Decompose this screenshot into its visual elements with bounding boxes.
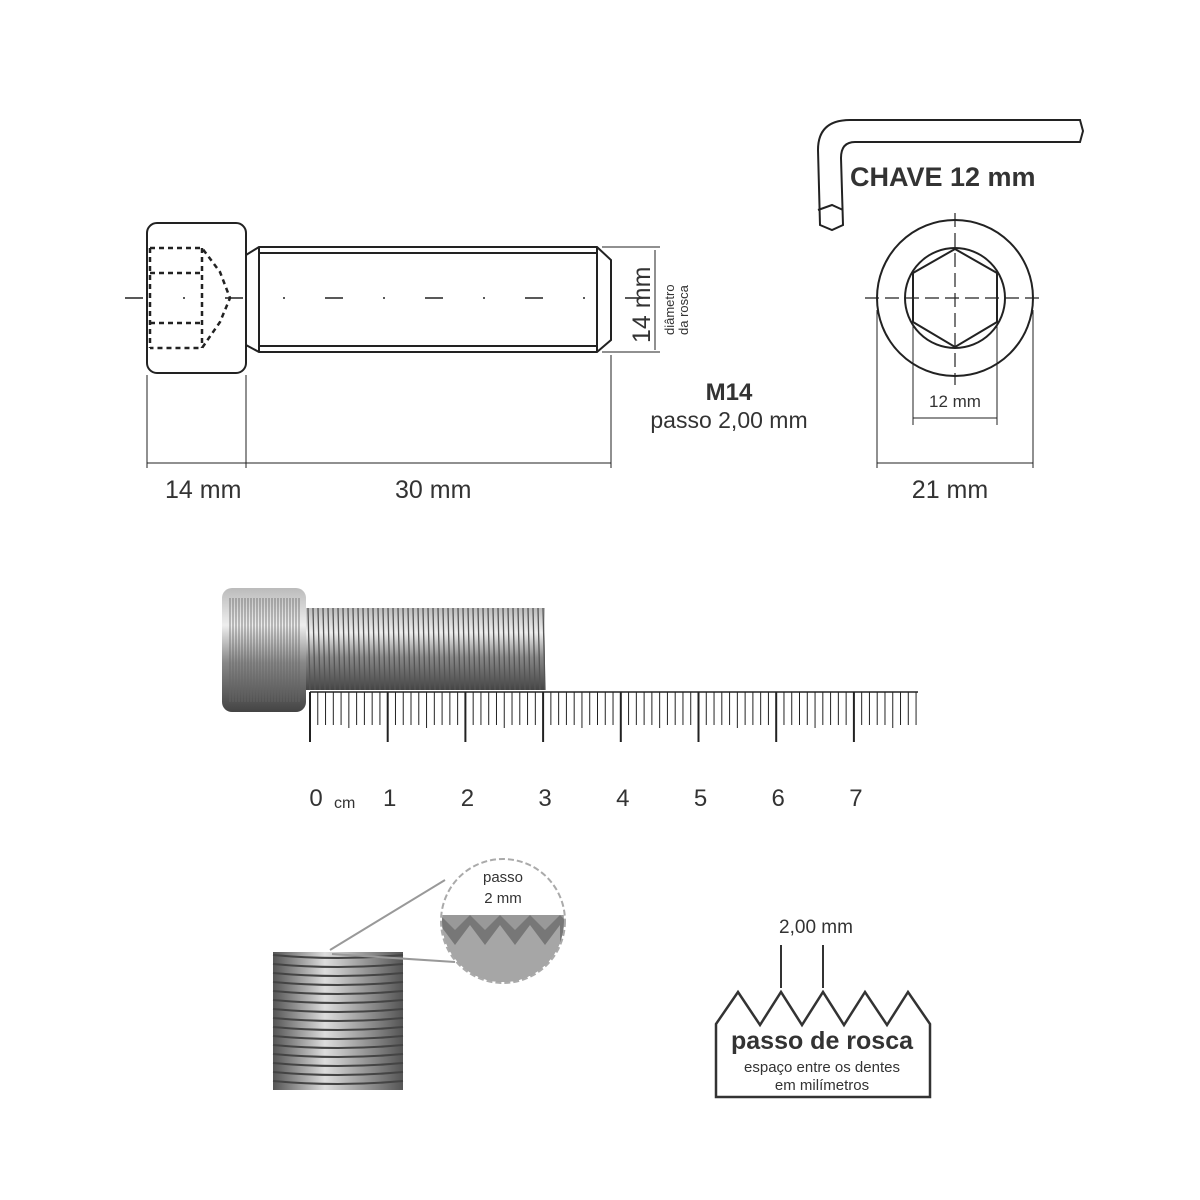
thread-groove xyxy=(542,607,546,691)
thread-groove xyxy=(312,607,316,691)
thread-groove xyxy=(457,607,461,691)
thread-groove xyxy=(437,607,441,691)
ruler-unit: cm xyxy=(334,795,355,812)
pitch-diagram xyxy=(714,945,932,1099)
thread-groove xyxy=(347,607,351,691)
thread-groove xyxy=(412,607,416,691)
closeup-thread-groove xyxy=(272,1035,404,1040)
ruler-label: 7 xyxy=(849,785,862,812)
closeup-thread-groove xyxy=(272,1008,404,1013)
closeup-thread-groove xyxy=(272,1080,404,1085)
head-top-view xyxy=(865,213,1045,468)
key-size-title: CHAVE 12 mm xyxy=(850,162,1036,192)
ruler: 0 1 2 3 4 5 6 7 xyxy=(309,691,918,812)
bolt-photo-head xyxy=(222,588,306,712)
closeup-thread-groove xyxy=(272,1062,404,1067)
thread-length-label: 30 mm xyxy=(395,476,471,504)
thread-groove xyxy=(382,607,386,691)
closeup-thread-groove xyxy=(272,990,404,995)
closeup-thread-groove xyxy=(272,1053,404,1058)
thread-groove xyxy=(537,607,541,691)
thread-groove xyxy=(497,607,501,691)
diameter-caption-2: da rosca xyxy=(676,284,691,335)
head-length-label: 14 mm xyxy=(165,476,241,504)
thread-groove xyxy=(387,607,391,691)
thread-groove xyxy=(472,607,476,691)
thread-groove xyxy=(492,607,496,691)
pitch-value: 2,00 mm xyxy=(779,917,853,938)
thread-groove xyxy=(307,607,311,691)
bolt-side-drawing xyxy=(125,222,660,468)
thread-groove xyxy=(362,607,366,691)
thread-groove xyxy=(402,607,406,691)
thread-groove xyxy=(442,607,446,691)
thread-groove xyxy=(352,607,356,691)
thread-groove xyxy=(322,607,326,691)
thread-groove xyxy=(367,607,371,691)
ruler-label: 3 xyxy=(538,785,551,812)
thread-size-label: M14 xyxy=(706,379,753,406)
pitch-subtitle-1: espaço entre os dentes xyxy=(744,1059,900,1076)
closeup-thread-groove xyxy=(272,1017,404,1022)
thread-groove xyxy=(392,607,396,691)
closeup-thread-groove xyxy=(272,954,404,959)
thread-groove xyxy=(427,607,431,691)
closeup-thread-groove xyxy=(272,1044,404,1049)
thread-groove xyxy=(512,607,516,691)
thread-groove xyxy=(342,607,346,691)
thread-groove xyxy=(532,607,536,691)
hex-socket-hidden-lines xyxy=(148,246,232,350)
thread-groove xyxy=(327,607,331,691)
pitch-subtitle-2: em milímetros xyxy=(775,1077,869,1094)
closeup-thread-groove xyxy=(272,981,404,986)
socket-size-label: 12 mm xyxy=(929,392,981,411)
thread-groove xyxy=(482,607,486,691)
thread-groove xyxy=(417,607,421,691)
thread-body-outline xyxy=(245,246,612,353)
closeup-thread-groove xyxy=(272,963,404,968)
closeup-thread-groove xyxy=(272,972,404,977)
thread-groove xyxy=(422,607,426,691)
head-diameter-label: 21 mm xyxy=(912,476,988,504)
thread-groove xyxy=(397,607,401,691)
thread-groove xyxy=(407,607,411,691)
thread-groove xyxy=(517,607,521,691)
ruler-label: 2 xyxy=(461,785,474,812)
thread-groove xyxy=(447,607,451,691)
hex-key-icon xyxy=(816,119,1085,232)
ruler-label: 4 xyxy=(616,785,629,812)
thread-groove xyxy=(477,607,481,691)
pitch-title: passo de rosca xyxy=(731,1027,914,1055)
diameter-caption-1: diâmetro xyxy=(662,284,677,335)
pitch-label: passo 2,00 mm xyxy=(650,407,807,433)
zoom-caption-2: 2 mm xyxy=(484,890,522,907)
thread-groove xyxy=(462,607,466,691)
thread-groove xyxy=(522,607,526,691)
closeup-thread-groove xyxy=(272,999,404,1004)
thread-groove xyxy=(337,607,341,691)
thread-groove xyxy=(527,607,531,691)
thread-groove xyxy=(507,607,511,691)
ruler-label: 5 xyxy=(694,785,707,812)
thread-closeup xyxy=(272,858,566,1090)
thread-groove xyxy=(467,607,471,691)
thread-groove xyxy=(357,607,361,691)
thread-groove xyxy=(377,607,381,691)
zoom-caption-1: passo xyxy=(483,869,523,886)
thread-groove xyxy=(432,607,436,691)
thread-diameter-label: 14 mm xyxy=(628,267,656,343)
ruler-label: 0 xyxy=(309,785,322,812)
thread-groove xyxy=(372,607,376,691)
ruler-label: 1 xyxy=(383,785,396,812)
thread-groove xyxy=(332,607,336,691)
thread-groove xyxy=(487,607,491,691)
closeup-thread-groove xyxy=(272,1071,404,1076)
closeup-thread-groove xyxy=(272,1026,404,1031)
thread-groove xyxy=(452,607,456,691)
thread-groove xyxy=(317,607,321,691)
dimension-lines xyxy=(146,246,660,468)
ruler-label: 6 xyxy=(772,785,785,812)
thread-groove xyxy=(502,607,506,691)
bolt-photo xyxy=(222,588,546,712)
